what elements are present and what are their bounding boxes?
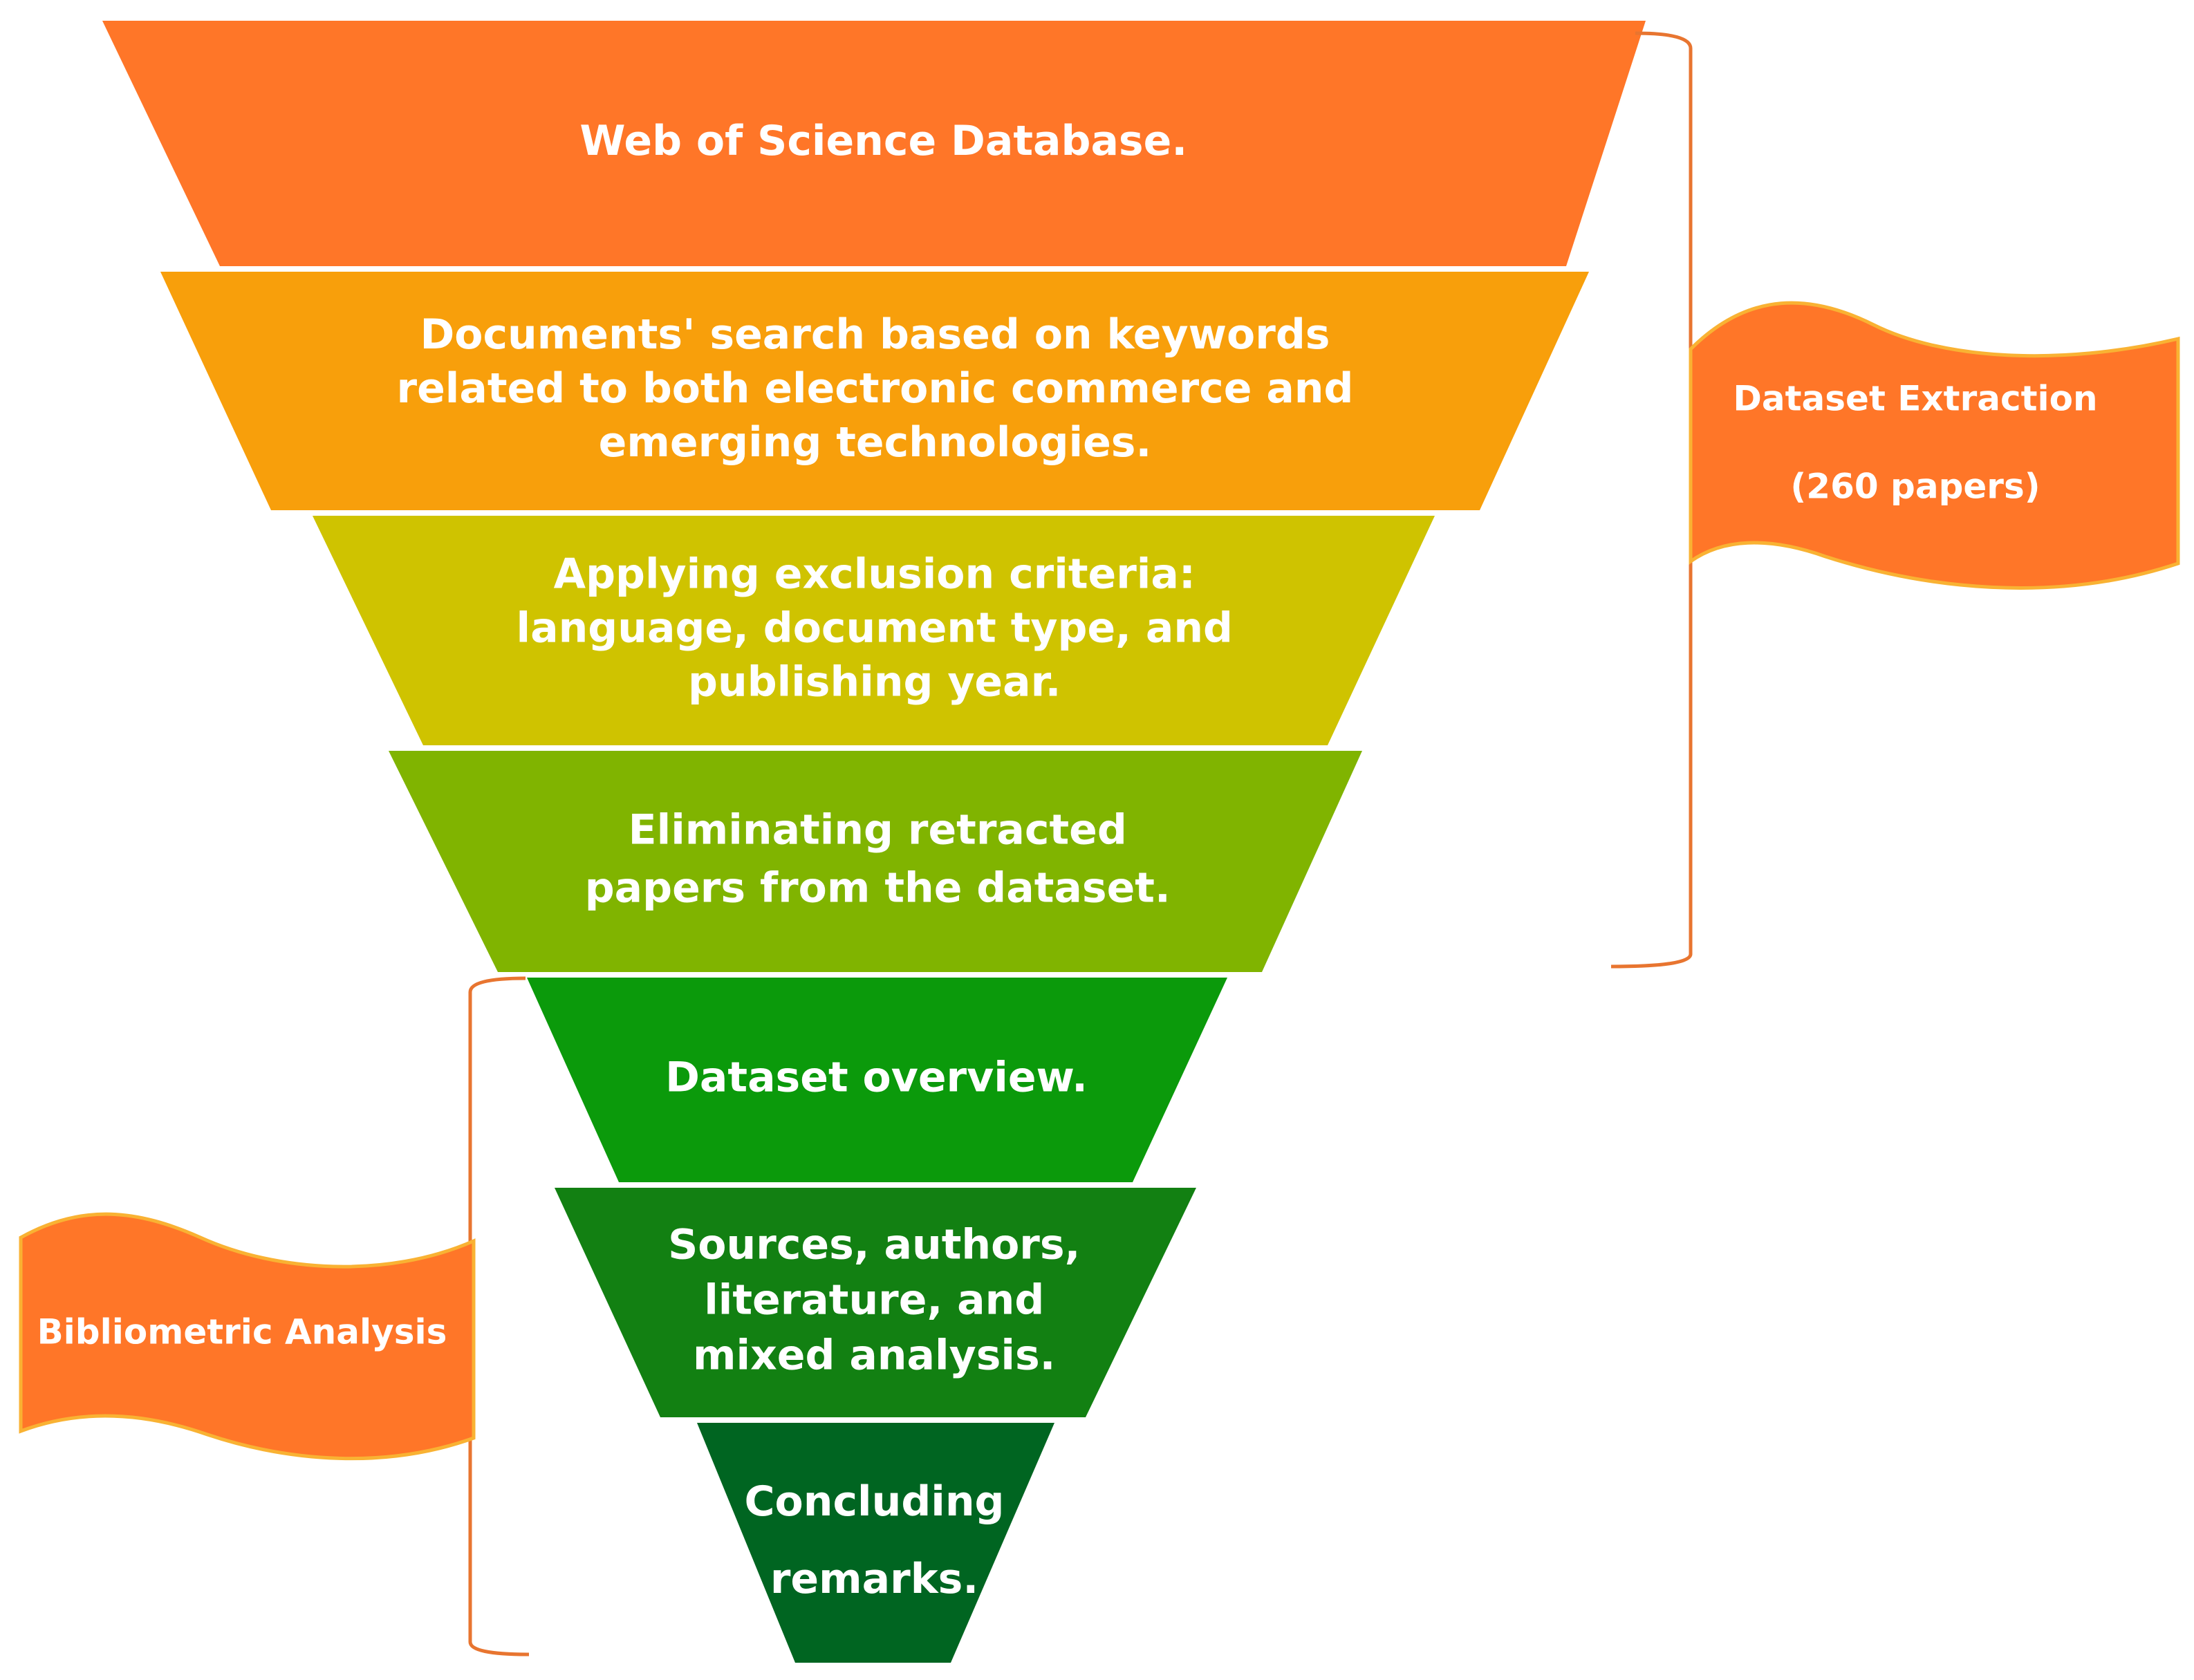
dataset-extraction-count: (260 papers) (1790, 467, 2040, 507)
funnel-stage-4-text-line: papers from the dataset. (585, 864, 1171, 913)
funnel-stage-6-text-line: Sources, authors, (668, 1221, 1080, 1269)
bibliometric-analysis-group: Bibliometric Analysis (19, 976, 530, 1656)
funnel-stage-4-text-line: Eliminating retracted (629, 806, 1127, 855)
dataset-extraction-flag (1689, 301, 2180, 590)
funnel-stage-6 (555, 1188, 1196, 1417)
funnel-stage-3 (313, 516, 1435, 745)
funnel-stage-3-text-line: Applying exclusion criteria: (554, 550, 1196, 599)
funnel-stage-2 (160, 272, 1589, 510)
funnel-stage-7-text-line: remarks. (770, 1555, 978, 1603)
funnel-stage-6-text-line: literature, and (704, 1276, 1044, 1325)
funnel-stage-5-text-line: Dataset overview. (665, 1054, 1088, 1102)
bibliometric-analysis-flag (19, 1212, 476, 1461)
dataset-extraction-label: Dataset Extraction (1733, 379, 2097, 419)
funnel-stage-3-text-line: language, document type, and (517, 604, 1233, 653)
bibliometric-analysis-label: Bibliometric Analysis (37, 1312, 447, 1352)
funnel-stage-2-text-line: related to both electronic commerce and (397, 364, 1354, 413)
funnel-stage-2-text-line: Documents' search based on keywords (420, 310, 1330, 359)
funnel-stage-1-text-line: Web of Science Database. (579, 117, 1187, 165)
funnel-stage-6-text-line: mixed analysis. (693, 1332, 1055, 1380)
dataset-extraction-bracket (1610, 31, 1693, 969)
dataset-extraction-group: Dataset Extraction (260 papers) (1610, 31, 2180, 969)
funnel-stage-5 (527, 978, 1227, 1182)
funnel-stages: Web of Science Database. Documents' searc… (102, 21, 1646, 1663)
funnel-stage-3-text-line: publishing year. (688, 658, 1061, 707)
funnel-stage-2-text-line: emerging technologies. (599, 418, 1152, 467)
bibliometric-analysis-bracket (468, 976, 530, 1656)
funnel-stage-7 (697, 1423, 1054, 1663)
funnel-stage-4 (389, 751, 1362, 972)
funnel-stage-1 (102, 21, 1646, 266)
funnel-stage-7-text-line: Concluding (745, 1477, 1005, 1526)
